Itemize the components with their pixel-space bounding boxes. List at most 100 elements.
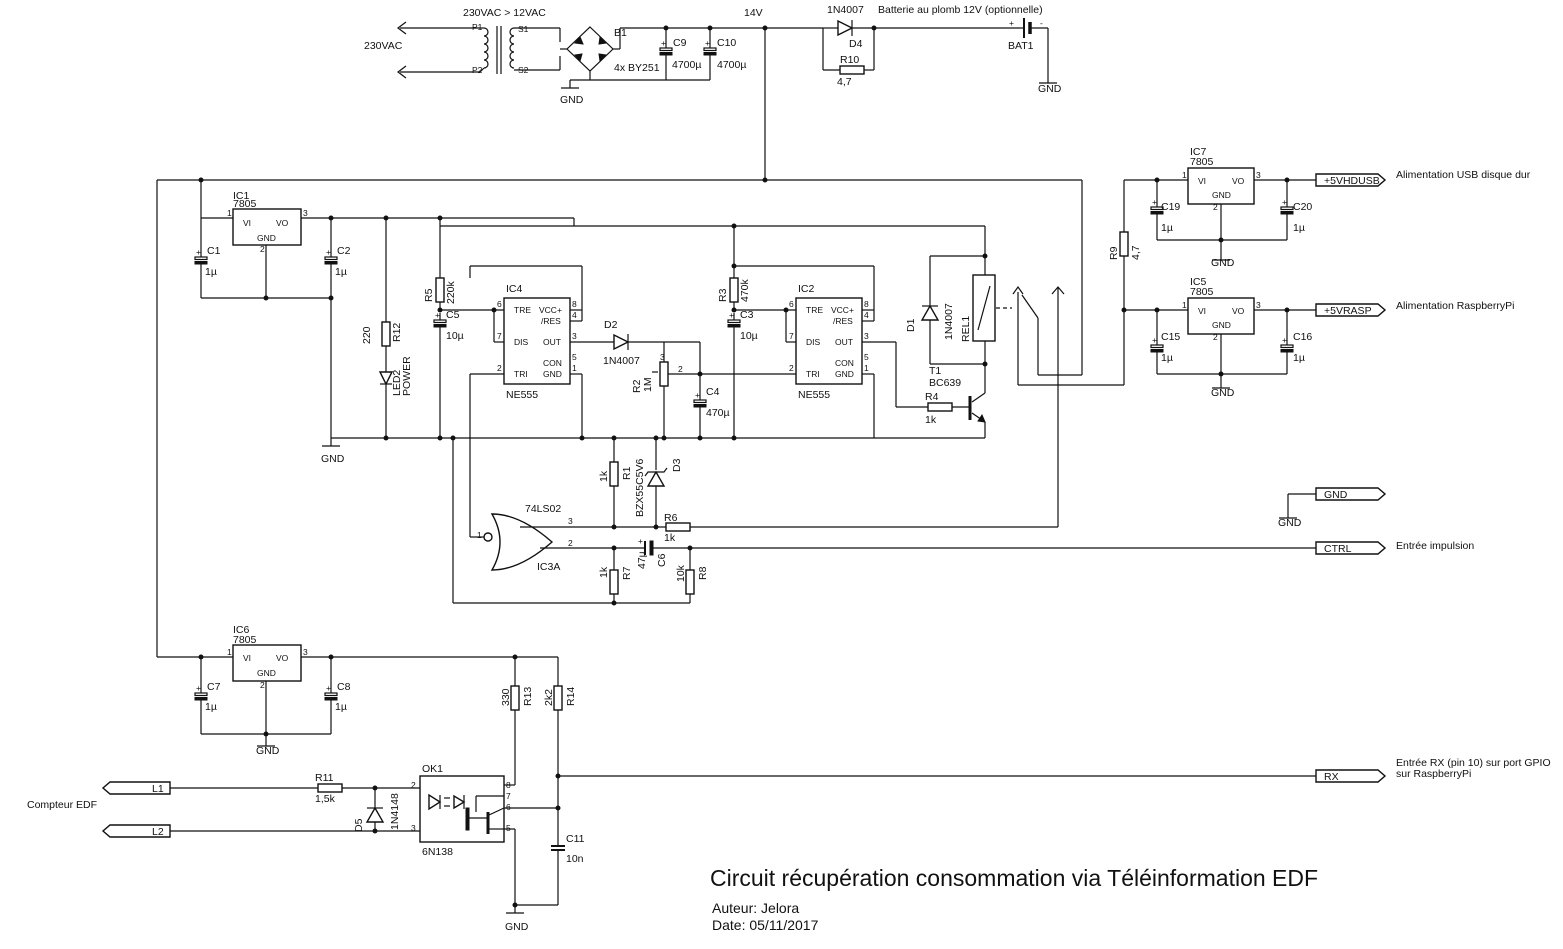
r10-value: 4,7 <box>837 76 852 88</box>
c2-label: C2 <box>337 245 351 257</box>
port-5vrasp-label: +5VRASP <box>1324 305 1372 317</box>
ok1-value: 6N138 <box>422 846 453 858</box>
svg-text:1: 1 <box>227 647 232 657</box>
r8-label: R8 <box>697 566 709 580</box>
c15-label: C15 <box>1161 331 1180 343</box>
timer-ic4: R5 220k C5 10µ IC4 NE555 TRE VCC+ /RES D… <box>423 215 585 537</box>
diode-d1 <box>920 304 940 321</box>
svg-text:3: 3 <box>411 823 416 833</box>
port-l1 <box>101 781 171 795</box>
svg-text:2: 2 <box>260 680 265 690</box>
ic4-value: NE555 <box>506 389 538 401</box>
svg-text:5: 5 <box>506 823 511 833</box>
ic6-label: IC6 <box>233 624 250 636</box>
c20-value: 1µ <box>1293 222 1305 234</box>
r14-label: R14 <box>565 687 577 706</box>
resistor-r7 <box>609 569 619 595</box>
svg-text:2: 2 <box>678 364 683 374</box>
d4-value: 1N4007 <box>827 4 864 16</box>
ic2-pin-vcc: VCC+ <box>831 305 854 315</box>
ic4-pin-tre: TRE <box>514 305 531 315</box>
ic2-label: IC2 <box>798 283 815 295</box>
note-rx-2: sur RaspberryPi <box>1396 768 1471 780</box>
diode-d4: 1N4007 D4 <box>827 4 864 50</box>
ic3-value: 74LS02 <box>525 503 561 515</box>
r5-value: 220k <box>445 280 457 304</box>
svg-text:8: 8 <box>864 299 869 309</box>
ic4-label: IC4 <box>506 283 523 295</box>
timer-ic2: R3 470k C3 10µ IC2 NE555 TRE VCC+ /RES D… <box>440 218 985 441</box>
resistor-r3 <box>729 277 739 303</box>
ic2-pin-tri: TRI <box>806 369 820 379</box>
c7-label: C7 <box>207 681 221 693</box>
ic5-label: IC5 <box>1190 276 1207 288</box>
c4-label: C4 <box>706 386 720 398</box>
svg-text:2: 2 <box>1213 202 1218 212</box>
ic4-pin-gnd: GND <box>543 369 562 379</box>
svg-text:3: 3 <box>303 647 308 657</box>
d2-label: D2 <box>604 319 618 331</box>
title-block: Circuit récupération consommation via Té… <box>710 865 1318 933</box>
r10-label: R10 <box>840 54 859 66</box>
optocoupler-ok1 <box>419 775 505 843</box>
ic1-pin-gnd: GND <box>257 233 276 243</box>
mains-section: 230VAC P1 P2 230VAC > 12VAC S1 S2 B1 4x … <box>364 4 1062 106</box>
diagram-date: Date: 05/11/2017 <box>712 917 819 933</box>
c5-label: C5 <box>446 309 460 321</box>
c6-value: 47µ <box>636 551 648 569</box>
port-ctrl-label: CTRL <box>1324 543 1352 555</box>
r6-value: 1k <box>664 532 676 544</box>
svg-text:1: 1 <box>1182 300 1187 310</box>
note-pulse: Entrée impulsion <box>1396 540 1474 552</box>
c16-label: C16 <box>1293 331 1312 343</box>
output-ports: +5VHDUSB Alimentation USB disque dur +5V… <box>1278 169 1551 783</box>
led2-power: POWER <box>401 356 413 396</box>
d1-label: D1 <box>905 318 917 332</box>
svg-text:6: 6 <box>789 299 794 309</box>
gnd-label-ic5: GND <box>1211 387 1235 399</box>
d3-value: BZX55C5V6 <box>634 458 646 517</box>
svg-text:4: 4 <box>864 310 869 320</box>
svg-text:1: 1 <box>477 530 482 540</box>
ic2-pin-con: CON <box>835 358 854 368</box>
svg-text:+: + <box>638 536 643 546</box>
rail-14v <box>156 28 1083 657</box>
c9-value: 4700µ <box>672 59 701 71</box>
ic7-value: 7805 <box>1190 156 1214 168</box>
resistor-r1 <box>609 461 619 487</box>
pin-s1: S1 <box>518 24 529 34</box>
port-5vrasp <box>1315 303 1387 317</box>
ic4-pin-tri: TRI <box>514 369 528 379</box>
ic1-pin-vo: VO <box>276 218 289 228</box>
c4-value: 470µ <box>706 407 730 419</box>
resistor-r6 <box>665 522 691 532</box>
ic2-pin-res: /RES <box>833 316 853 326</box>
port-5vhdusb <box>1315 173 1387 187</box>
note-usb: Alimentation USB disque dur <box>1396 169 1531 181</box>
r2-value: 1M <box>642 377 654 392</box>
ic1-label: IC1 <box>233 190 250 202</box>
r2-label: R2 <box>631 379 643 393</box>
led2-label: LED2 <box>391 370 403 396</box>
svg-text:-: - <box>1040 18 1043 28</box>
r9-value: 4,7 <box>1130 245 1142 260</box>
ic7-pin-vo: VO <box>1232 176 1245 186</box>
ic5-pin-gnd: GND <box>1212 320 1231 330</box>
t1-value: BC639 <box>929 377 961 389</box>
svg-text:2: 2 <box>260 244 265 254</box>
battery-note: Batterie au plomb 12V (optionnelle) <box>878 4 1043 16</box>
svg-text:3: 3 <box>572 331 577 341</box>
zener-d3 <box>646 470 666 487</box>
c1-value: 1µ <box>205 266 217 278</box>
d3-label: D3 <box>671 458 683 472</box>
r4-value: 1k <box>925 414 937 426</box>
ic4-pin-res: /RES <box>541 316 561 326</box>
r11-label: R11 <box>315 772 334 784</box>
mains-label: 230VAC <box>364 40 403 52</box>
c2-value: 1µ <box>335 266 347 278</box>
timing-link: D2 1N4007 32 R2 1M C4 470µ <box>570 319 796 441</box>
c11-value: 10n <box>566 853 584 865</box>
r1-value: 1k <box>598 470 610 482</box>
